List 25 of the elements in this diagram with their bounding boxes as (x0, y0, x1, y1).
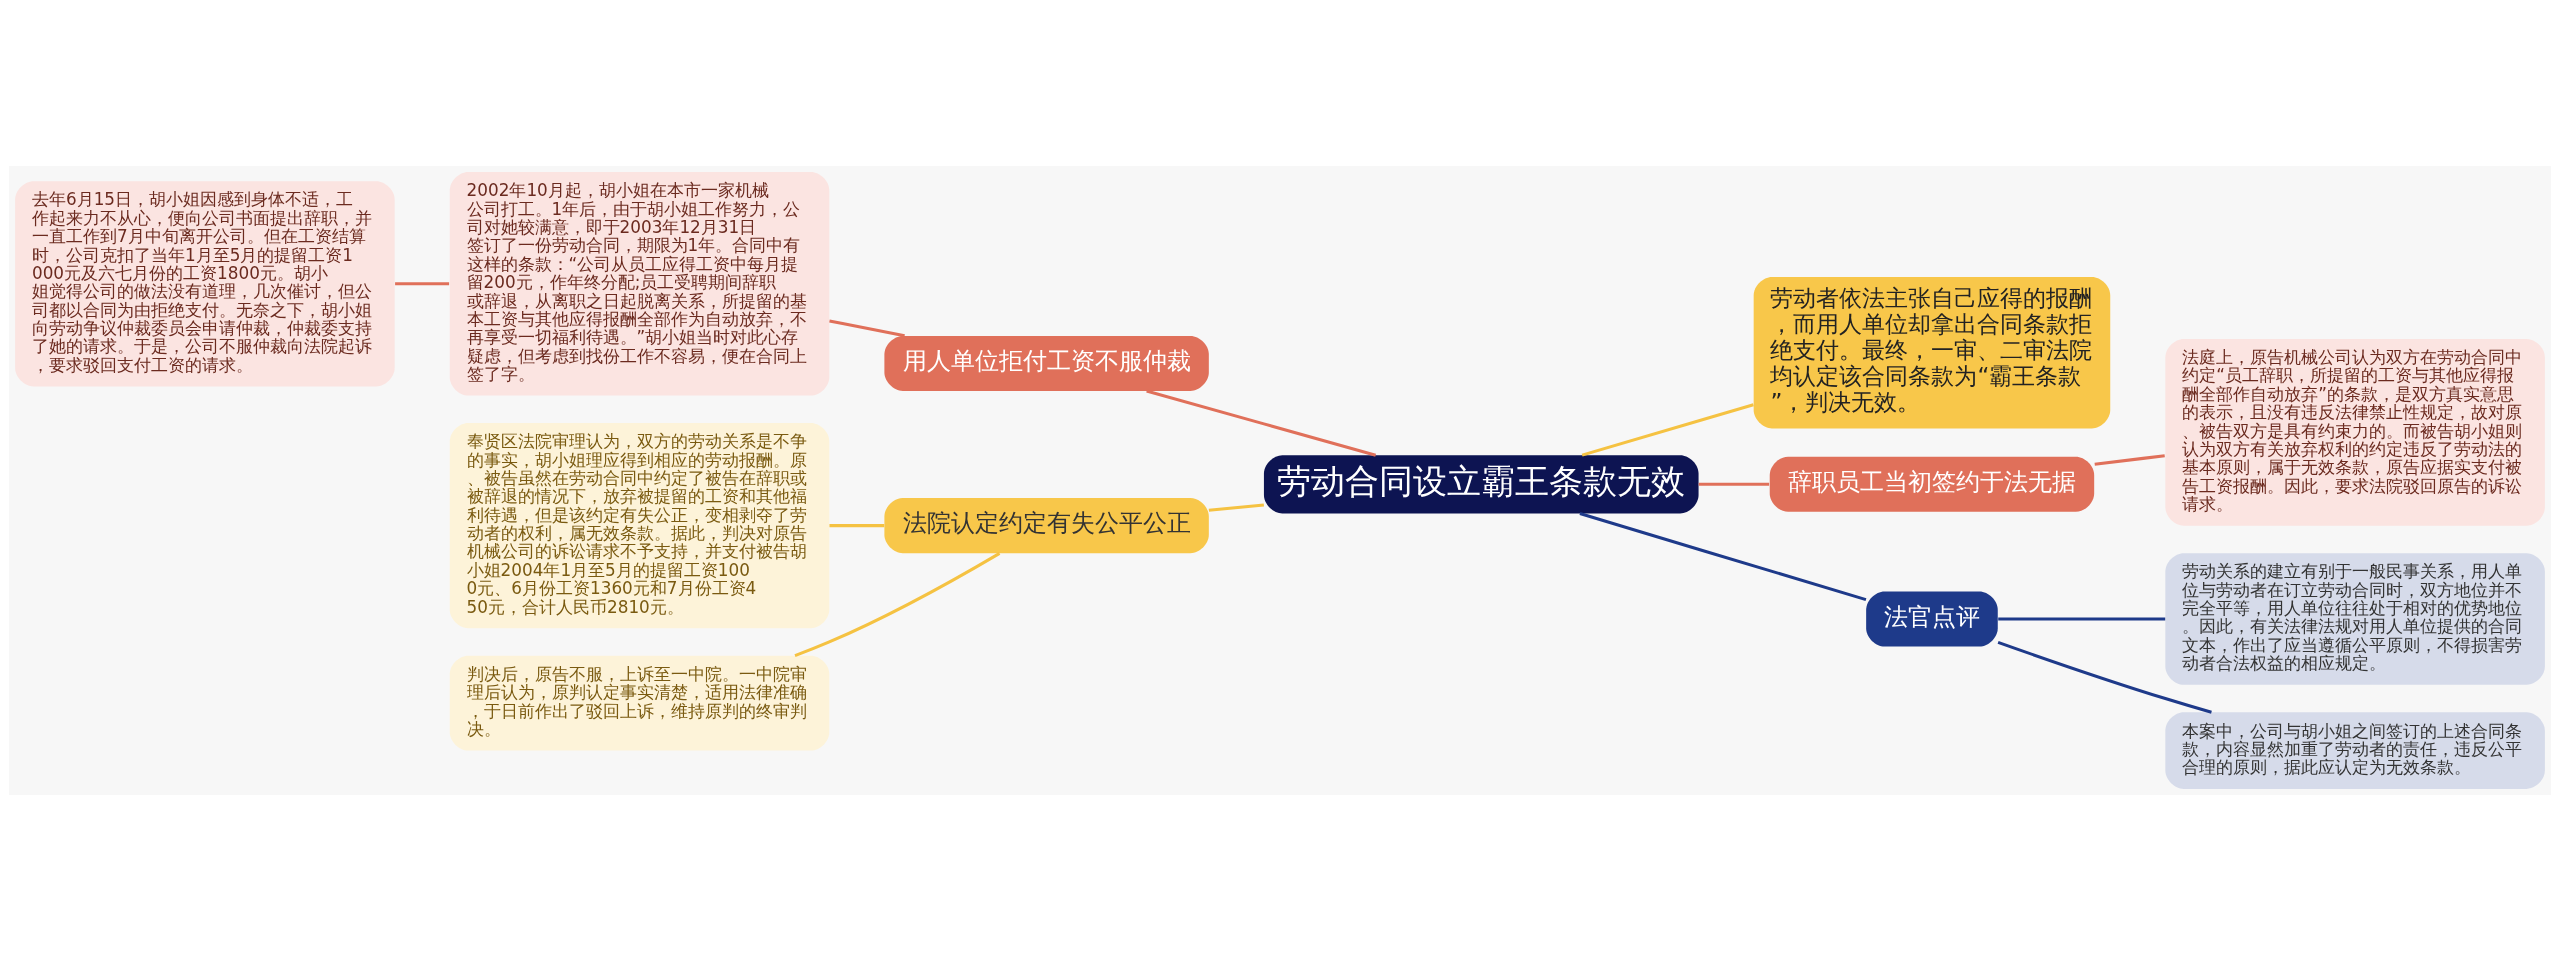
node-box: 劳动者依法主张自己应得的报酬，而用人单位却拿出合同条款拒绝支付。最终，一审、二审法院均认定该合同条款为“霸王条款”，判决无效。 (1753, 276, 2111, 428)
connector (1997, 640, 2212, 714)
connector (829, 318, 905, 337)
node-box: 奉贤区法院审理认为，双方的劳动关系是不争的事实，胡小姐理应得到相应的劳动报酬。原、被告虽然在劳动合同中约定了被告在辞职或被辞退的情况下，放弃被提留的工资和其他福利待遇，但是该约定有失公正，变相剥夺了劳动者的权利，属无效条款。据此，判决对原告机械公司的诉讼请求不予支持，并支付被告胡小姐2004年1月至5月的提留工资1000元、6月份工资1360元和7月份工资450元，合计人民币2810元。 (449, 422, 830, 628)
node-box: 去年6月15日，胡小姐因感到身体不适，工作起来力不从心，便向公司书面提出辞职，并一直工作到7月中旬离开公司。但在工资结算时，公司克扣了当年1月至5月的提留工资1000元及六七月份的工资1800元。胡小姐觉得公司的做法没有道理，几次催讨，但公司都以合同为由拒绝支付。无奈之下，胡小姐向劳动争议仲裁委员会申请仲裁，仲裁委支持了她的请求。于是，公司不服仲裁向法院起诉，要求驳回支付工资的请求。 (15, 180, 395, 386)
node-box: 劳动关系的建立有别于一般民事关系，用人单位与劳动者在订立劳动合同时，双方地位并不完全平等，用人单位往往处于相对的优势地位。因此，有关法律法规对用人单位提供的合同文本，作出了应当遵循公平原则，不得损害劳动者合法权益的相应规定。 (2165, 552, 2545, 685)
connector (2094, 453, 2165, 466)
node-box: 法官点评 (1866, 590, 1998, 647)
connector (1146, 389, 1377, 457)
connector (1579, 511, 1867, 601)
connector (1208, 502, 1264, 512)
connector (794, 551, 1001, 657)
node-box: 劳动合同设立霸王条款无效 (1263, 454, 1699, 513)
node-box: 辞职员工当初签约于法无据 (1769, 456, 2095, 512)
connector (829, 523, 885, 527)
node-box: 本案中，公司与胡小姐之间签订的上述合同条款，内容显然加重了劳动者的责任，违反公平合理的原则，据此应认定为无效条款。 (2165, 711, 2545, 789)
connector (1998, 616, 2166, 621)
node-box: 法院认定约定有失公平公正 (884, 497, 1209, 553)
node-box: 2002年10月起，胡小姐在本市一家机械公司打工。1年后，由于胡小姐工作努力，公司对她较满意，即于2003年12月31日签订了一份劳动合同，期限为1年。合同中有这样的条款：“公司从员工应得工资中每月提留200元，作年终分配;员工受聘期间辞职或辞退，从离职之日起脱离关系，所提留的基本工资与其他应得报酬全部作为自动放弃，不再享受一切福利待遇。”胡小姐当时对此心存疑虑，但考虑到找份工作不容易，便在合同上签了字。 (449, 171, 830, 396)
connector (1581, 402, 1754, 457)
node-box: 用人单位拒付工资不服仲裁 (884, 335, 1209, 391)
node-box: 法庭上，原告机械公司认为双方在劳动合同中约定“员工辞职，所提留的工资与其他应得报酬全部作自动放弃”的条款，是双方真实意思的表示，且没有违反法律禁止性规定，故对原、被告双方是具有约束力的。而被告胡小姐则认为双方有关放弃权利的约定违反了劳动法的基本原则，属于无效条款，原告应据实支付被告工资报酬。因此，要求法院驳回原告的诉讼请求。 (2165, 338, 2545, 526)
node-box: 判决后，原告不服，上诉至一中院。一中院审理后认为，原判认定事实清楚，适用法律准确，于日前作出了驳回上诉，维持原判的终审判决。 (449, 655, 830, 751)
connector (1698, 482, 1770, 486)
connector (395, 281, 450, 285)
